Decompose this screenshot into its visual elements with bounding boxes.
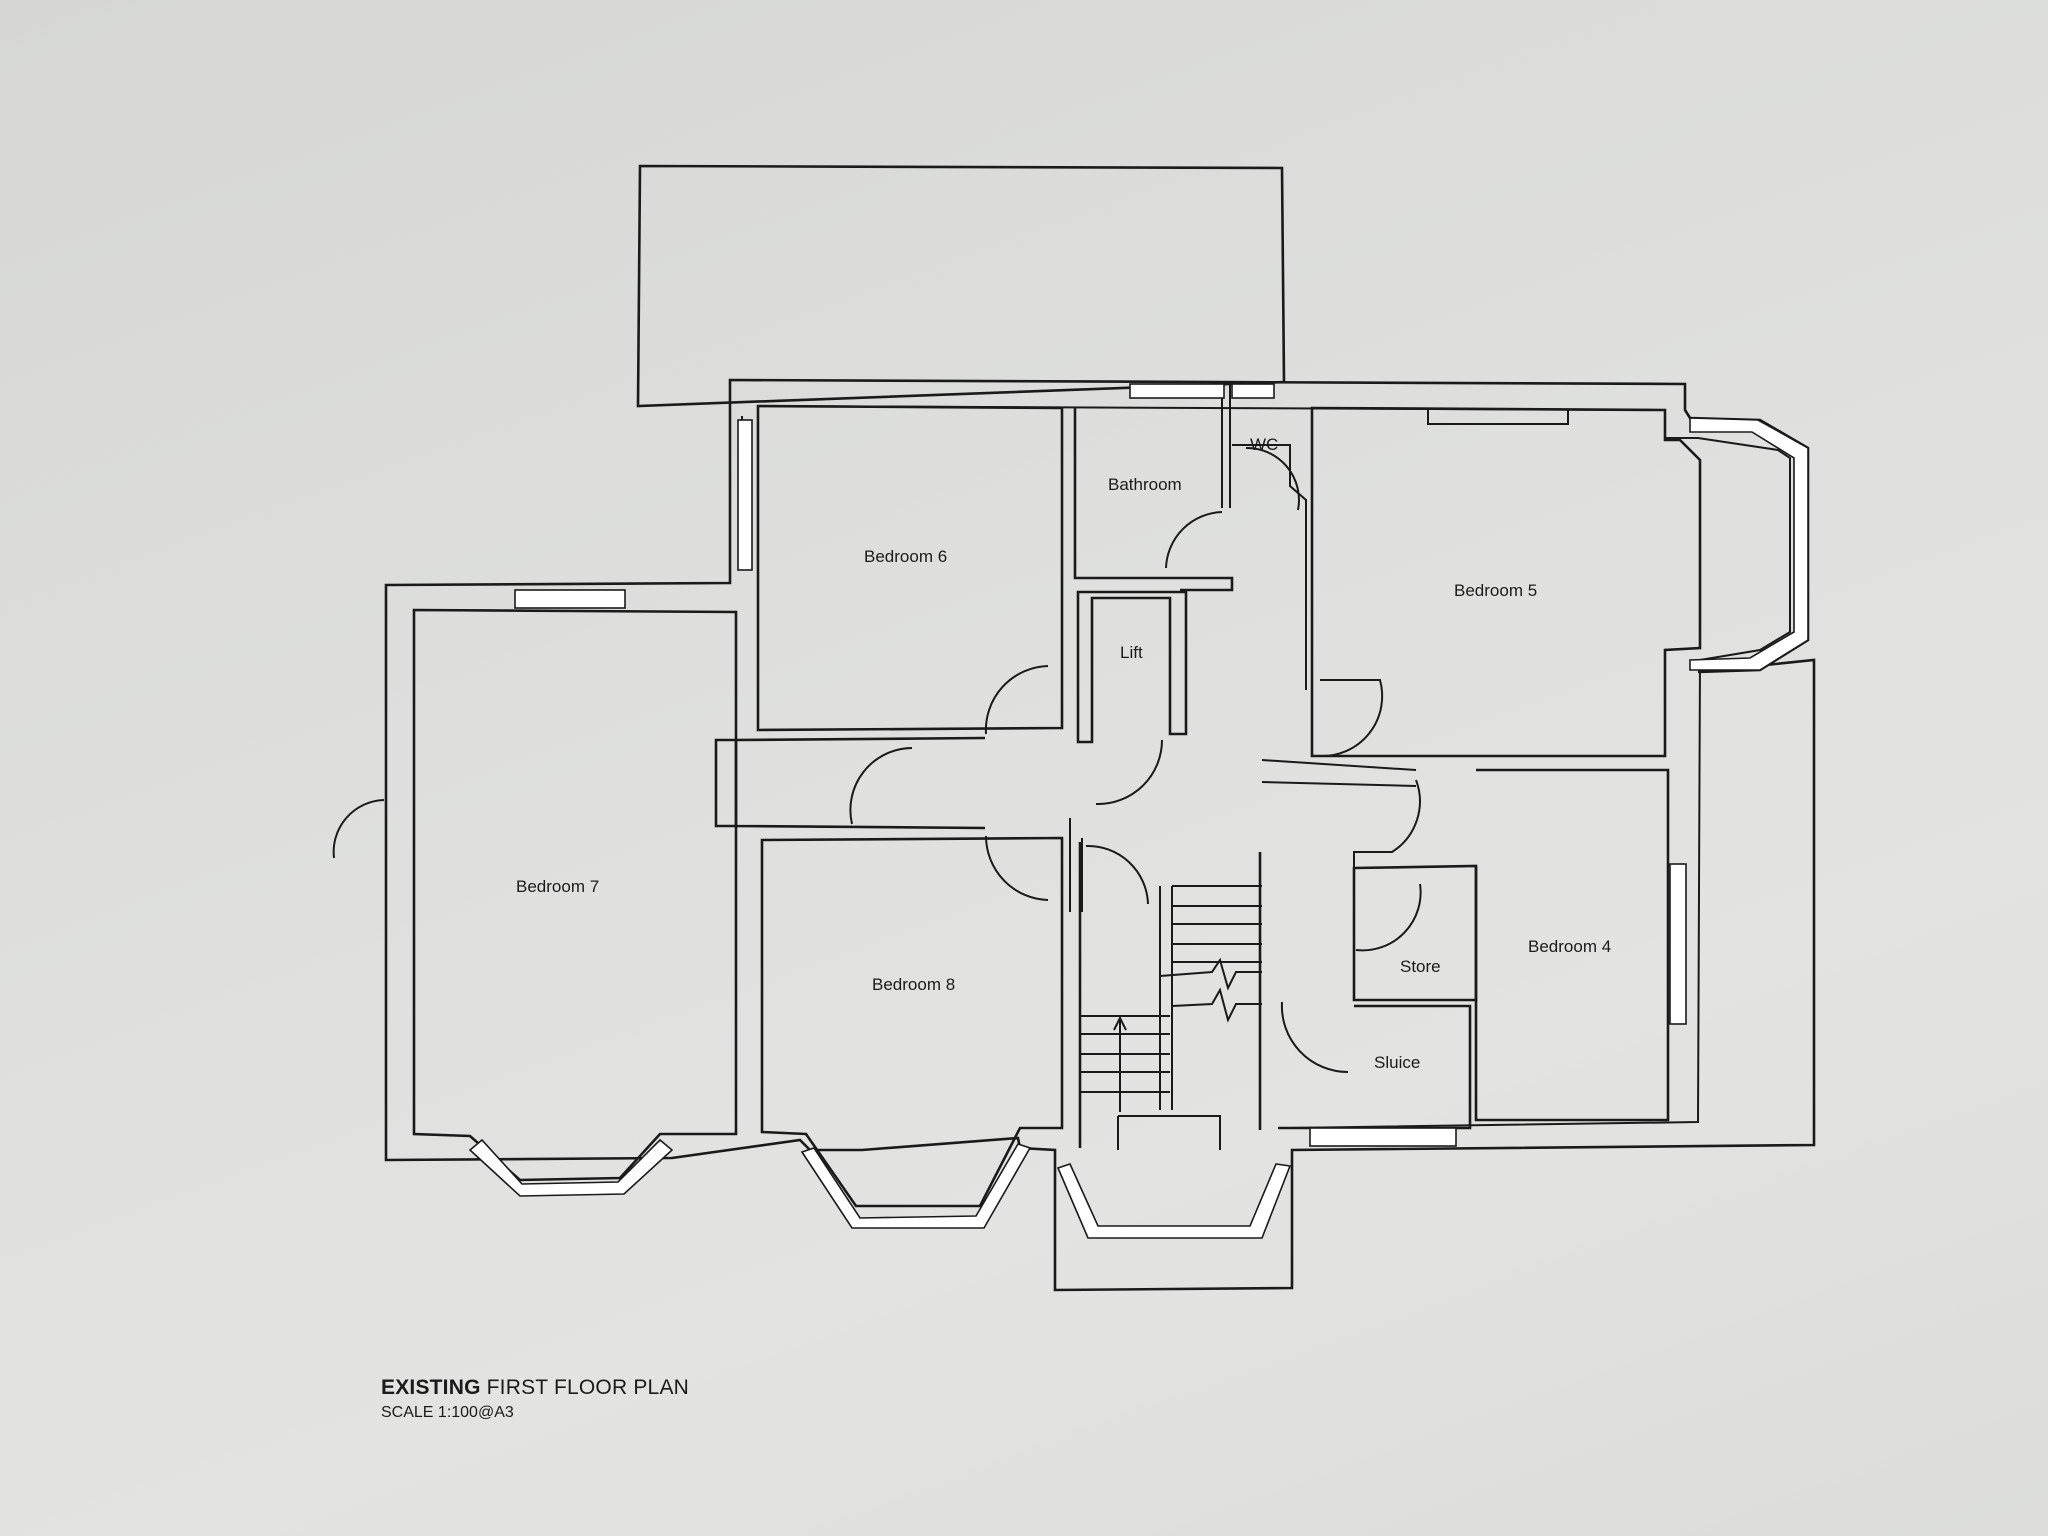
outer-wall-inner [757, 405, 1791, 1129]
annex-outline [636, 164, 1286, 408]
stair-arrow [1113, 1015, 1127, 1112]
window-south-sluice [1309, 1127, 1457, 1147]
lift-door-arc [1095, 739, 1163, 806]
bedroom-7-door-arc [332, 799, 385, 859]
bedroom-7-top-window [514, 589, 626, 609]
stair-hall-walls [1078, 842, 1262, 1148]
bedroom-5-door-arc [1319, 679, 1384, 758]
window-north-1 [1129, 383, 1225, 399]
room-label-bedroom-6: Bedroom 6 [864, 547, 947, 566]
drawing-scale: SCALE 1:100@A3 [381, 1404, 514, 1421]
store-walls [1352, 864, 1478, 1002]
bedroom-8-door-arc [985, 835, 1049, 901]
bedroom-5-notch [1427, 410, 1569, 425]
drawing-title: EXISTING FIRST FLOOR PLAN [381, 1376, 689, 1400]
room-label-bathroom: Bathroom [1108, 475, 1182, 494]
stair-break-line [1159, 957, 1262, 1023]
room-label-bedroom-7: Bedroom 7 [516, 877, 599, 896]
store-door-arc [1355, 883, 1422, 952]
window-west-b6 [737, 419, 753, 571]
bedroom-6-door-arc [984, 665, 1049, 735]
bedroom-8-walls [760, 836, 1064, 1208]
corridor-east-wall [1261, 759, 1421, 868]
bedroom-6-walls [756, 404, 1064, 732]
drawing-title-rest: FIRST FLOOR PLAN [480, 1376, 690, 1399]
drawing-title-prefix: EXISTING [381, 1376, 481, 1399]
lift-walls [1076, 590, 1188, 744]
room-label-lift: Lift [1120, 643, 1143, 662]
stair-door-arc [1085, 844, 1149, 905]
window-north-2 [1231, 383, 1275, 399]
west-corridor-door-arc [849, 747, 913, 825]
bedroom-4-walls [1474, 768, 1670, 1122]
room-label-wc: WC [1250, 435, 1278, 454]
bay-window-stair [1056, 1163, 1292, 1239]
bathroom-walls [1073, 408, 1234, 592]
sluice-door-arc [1280, 1001, 1349, 1074]
bay-window-b8 [800, 1143, 1032, 1229]
bathroom-partition [1221, 382, 1307, 690]
window-east [1669, 863, 1687, 1025]
room-label-sluice: Sluice [1374, 1053, 1420, 1072]
room-label-store: Store [1400, 957, 1441, 976]
room-label-bedroom-4: Bedroom 4 [1528, 937, 1611, 956]
drawing-title-block: EXISTING FIRST FLOOR PLAN SCALE 1:100@A3 [381, 1376, 689, 1422]
bedroom-5-walls [1310, 406, 1702, 758]
room-label-bedroom-8: Bedroom 8 [872, 975, 955, 994]
bathroom-door-arc [1165, 511, 1223, 569]
room-label-bedroom-5: Bedroom 5 [1454, 581, 1537, 600]
bay-window-b5 [1689, 417, 1809, 671]
stair-flight [1080, 885, 1262, 1150]
bay-window-b7 [468, 1138, 674, 1197]
wc-door-arc [1245, 446, 1300, 511]
bedroom-8-inner [1069, 818, 1083, 912]
west-corridor [714, 736, 986, 830]
outer-wall [384, 378, 1816, 1292]
